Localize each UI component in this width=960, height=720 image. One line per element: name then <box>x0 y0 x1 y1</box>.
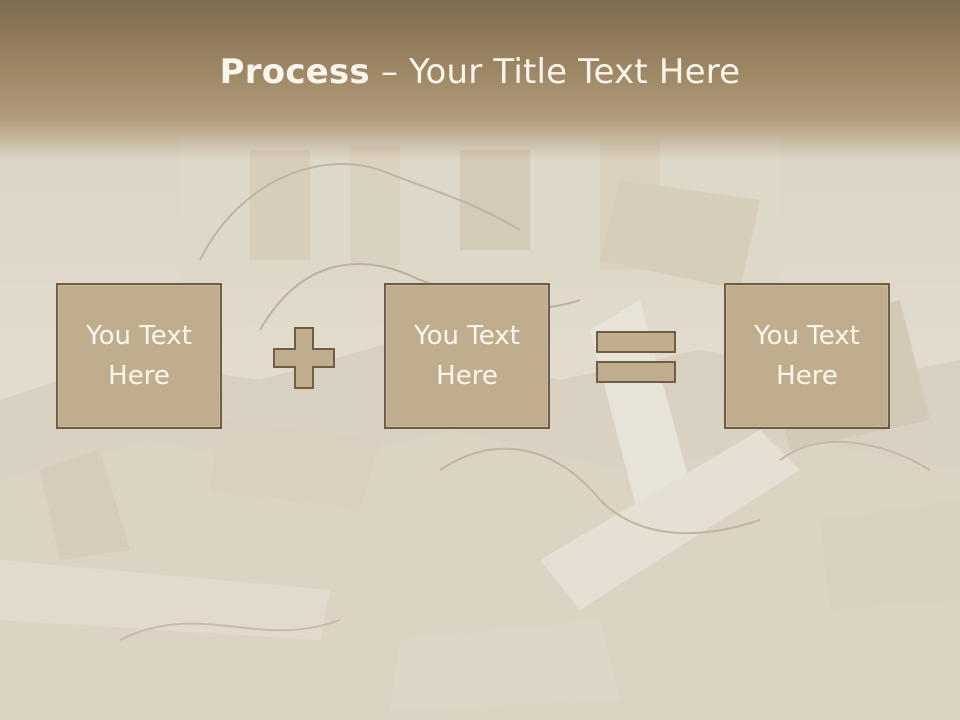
title-text: Your Title Text Here <box>409 52 741 92</box>
title-dash: – <box>369 52 410 92</box>
text-box-2-label: You Text Here <box>414 321 520 391</box>
text-box-3[interactable]: You Text Here <box>724 283 890 429</box>
title-bold: Process <box>219 52 370 92</box>
text-box-3-label: You Text Here <box>754 321 860 391</box>
title-bar <box>0 0 960 160</box>
equals-icon <box>596 331 676 383</box>
plus-icon <box>273 327 335 389</box>
text-box-2[interactable]: You Text Here <box>384 283 550 429</box>
text-box-1[interactable]: You Text Here <box>56 283 222 429</box>
text-box-1-label: You Text Here <box>86 321 192 391</box>
slide-title[interactable]: Process – Your Title Text Here <box>0 52 960 92</box>
